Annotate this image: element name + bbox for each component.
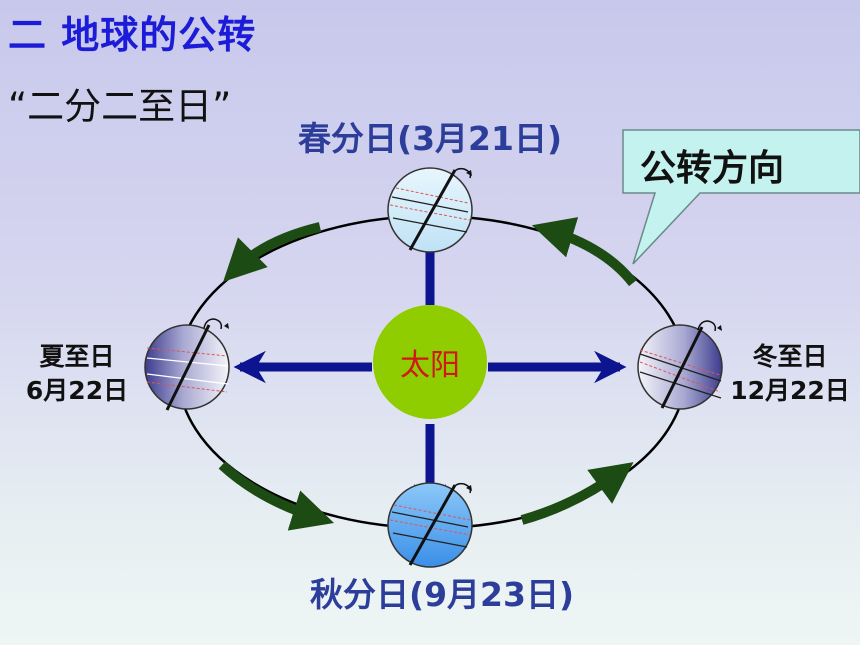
spring-equinox-label: 春分日(3月21日) <box>298 119 563 158</box>
earth-autumn <box>387 482 473 568</box>
summer-solstice-date: 6月22日 <box>25 376 129 405</box>
revolution-direction-callout: 公转方向 <box>640 148 785 189</box>
earth-winter <box>637 320 723 410</box>
page-title: 二 地球的公转 <box>8 13 257 57</box>
subtitle: “二分二至日” <box>8 85 232 128</box>
earth-spring <box>387 167 473 253</box>
summer-solstice-label: 夏至日 6月22日 <box>16 340 138 408</box>
orbit-direction-arrows <box>218 217 637 531</box>
earth-summer <box>144 318 230 411</box>
autumn-equinox-label: 秋分日(9月23日) <box>310 575 575 614</box>
sun-disc <box>373 305 487 419</box>
orbit-arrow-bottom-right <box>520 462 634 525</box>
winter-solstice-date: 12月22日 <box>730 376 850 405</box>
orbit-arrow-top-right <box>531 217 637 287</box>
winter-solstice-name: 冬至日 <box>752 342 828 371</box>
orbit-arrow-top-left <box>223 222 322 282</box>
callout-box <box>622 129 860 265</box>
sun-label: 太阳 <box>400 348 460 383</box>
orbit-arrow-bottom-left <box>218 461 335 531</box>
summer-solstice-name: 夏至日 <box>39 342 115 371</box>
winter-solstice-label: 冬至日 12月22日 <box>722 340 858 408</box>
